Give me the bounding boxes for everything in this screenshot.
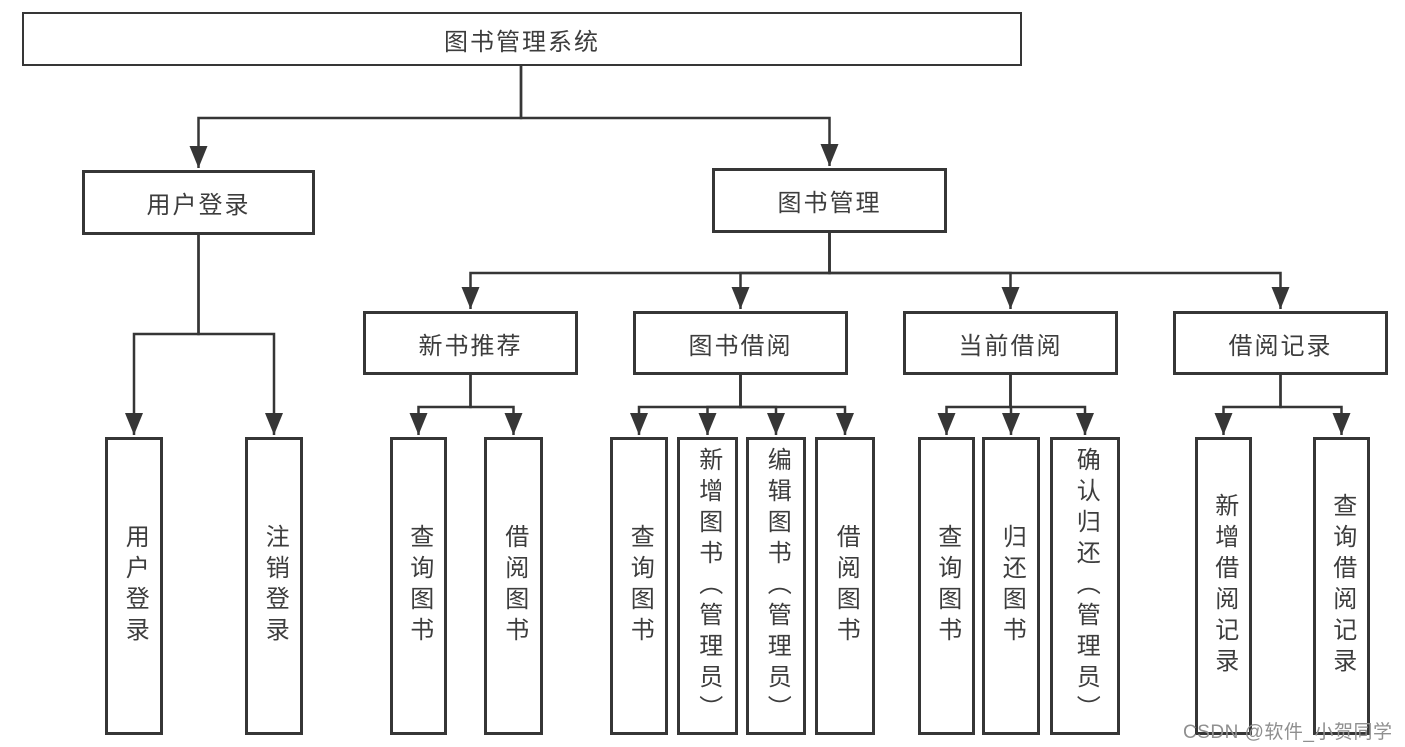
- node-root-label: 图书管理系统: [444, 28, 600, 56]
- node-leaf-br-query-record: 查询借阅记录: [1313, 437, 1370, 735]
- node-borrow-records: 借阅记录: [1173, 311, 1388, 375]
- node-leaf-logout: 注销登录: [245, 437, 303, 735]
- node-leaf-bb-query-label: 查询图书: [626, 524, 654, 648]
- node-leaf-cb-return: 归还图书: [982, 437, 1040, 735]
- edge-user-login-leaf-logout: [197, 235, 283, 435]
- node-leaf-cb-query: 查询图书: [918, 437, 975, 735]
- node-borrow-records-label: 借阅记录: [1228, 332, 1333, 360]
- node-leaf-br-query-record-label: 查询借阅记录: [1328, 493, 1356, 679]
- edge-book-mgmt-book-borrow: [731, 233, 831, 309]
- node-book-mgmt-label: 图书管理: [777, 190, 882, 217]
- node-leaf-rec-query: 查询图书: [390, 437, 447, 735]
- node-leaf-bb-edit-label: 编辑图书（管理员）: [763, 446, 791, 726]
- node-leaf-cb-return-label: 归还图书: [998, 524, 1026, 648]
- edge-root-book-mgmt: [519, 65, 839, 166]
- node-current-borrow-label: 当前借阅: [958, 332, 1063, 360]
- edge-user-login-leaf-user-login: [125, 235, 200, 435]
- node-book-borrow-label: 图书借阅: [688, 332, 793, 360]
- edge-current-borrow-leaf-confirm: [1009, 375, 1094, 435]
- node-leaf-rec-borrow-label: 借阅图书: [500, 524, 528, 648]
- node-root: 图书管理系统: [22, 12, 1022, 66]
- node-user-login-label: 用户登录: [146, 192, 251, 219]
- node-book-mgmt: 图书管理: [712, 168, 947, 233]
- node-leaf-logout-label: 注销登录: [261, 524, 289, 648]
- node-leaf-bb-add-label: 新增图书（管理员）: [694, 446, 722, 726]
- node-leaf-bb-edit: 编辑图书（管理员）: [746, 437, 806, 735]
- edge-book-borrow-leaf-add: [698, 375, 742, 435]
- node-leaf-br-add-record: 新增借阅记录: [1195, 437, 1252, 735]
- edge-book-borrow-leaf-edit: [739, 375, 785, 435]
- node-leaf-cb-confirm-label: 确认归还（管理员）: [1072, 446, 1100, 726]
- edge-new-book-rec-leaf-borrow: [469, 375, 523, 435]
- node-leaf-rec-borrow: 借阅图书: [484, 437, 543, 735]
- node-leaf-bb-borrow: 借阅图书: [815, 437, 875, 735]
- node-leaf-bb-query: 查询图书: [610, 437, 668, 735]
- edge-current-borrow-leaf-query: [937, 375, 1012, 435]
- node-leaf-cb-query-label: 查询图书: [933, 524, 961, 648]
- edge-book-borrow-leaf-borrow: [739, 375, 854, 435]
- node-leaf-rec-query-label: 查询图书: [405, 524, 433, 648]
- edge-new-book-rec-leaf-query: [409, 375, 472, 435]
- node-leaf-br-add-record-label: 新增借阅记录: [1210, 493, 1238, 679]
- node-current-borrow: 当前借阅: [903, 311, 1118, 375]
- node-leaf-cb-confirm: 确认归还（管理员）: [1050, 437, 1120, 735]
- edge-borrow-records-leaf-query: [1279, 375, 1351, 435]
- edge-book-mgmt-new-book-rec: [461, 233, 831, 309]
- edge-borrow-records-leaf-add: [1214, 375, 1282, 435]
- node-book-borrow: 图书借阅: [633, 311, 848, 375]
- node-leaf-bb-add: 新增图书（管理员）: [677, 437, 738, 735]
- node-leaf-user-login-label: 用户登录: [121, 524, 149, 648]
- edge-book-borrow-leaf-query: [630, 375, 742, 435]
- node-leaf-bb-borrow-label: 借阅图书: [832, 524, 860, 648]
- node-new-book-rec: 新书推荐: [363, 311, 578, 375]
- edge-book-mgmt-current-borrow: [828, 233, 1020, 309]
- edge-root-user-login: [189, 65, 523, 168]
- node-new-book-rec-label: 新书推荐: [418, 332, 523, 360]
- node-leaf-user-login: 用户登录: [105, 437, 163, 735]
- watermark: CSDN @软件_小贺同学: [1183, 722, 1393, 743]
- edge-book-mgmt-borrow-records: [828, 233, 1290, 309]
- node-user-login: 用户登录: [82, 170, 315, 235]
